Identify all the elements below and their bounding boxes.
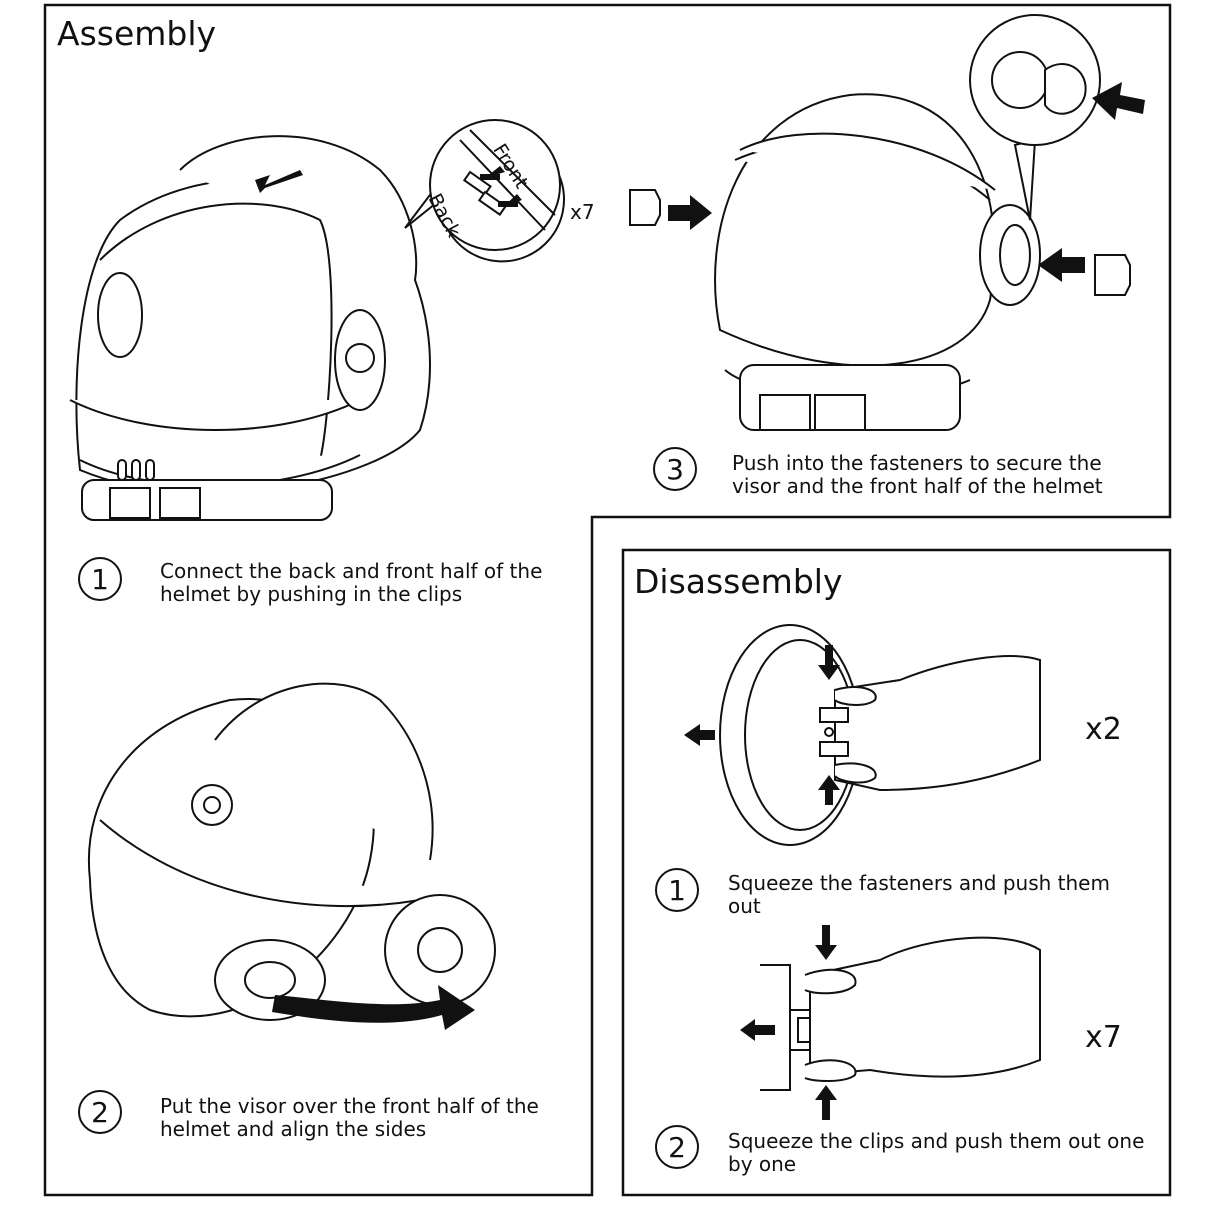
- push-arrow: [815, 925, 837, 960]
- push-arrow: [1038, 248, 1085, 282]
- push-arrow: [815, 1085, 837, 1120]
- push-arrow: [684, 724, 715, 746]
- step-badge: 1: [78, 557, 122, 601]
- step-caption: Squeeze the fasteners and push them out: [728, 871, 1110, 918]
- step-badge: 1: [655, 868, 699, 912]
- step-caption: Put the visor over the front half of the…: [160, 1094, 539, 1141]
- push-arrow: [818, 645, 840, 680]
- step-caption: Connect the back and front half of the h…: [160, 559, 543, 606]
- push-arrow: [740, 1019, 775, 1041]
- step-badge: 2: [78, 1090, 122, 1134]
- fastener-count: x2: [1085, 712, 1122, 747]
- push-arrow: [255, 170, 303, 193]
- push-arrow: [668, 195, 712, 230]
- clip-callout: [404, 119, 565, 263]
- clip-count: x7: [570, 200, 595, 224]
- hand-squeeze: [719, 624, 1041, 846]
- assembly-title: Assembly: [57, 14, 217, 53]
- push-arrow: [1092, 82, 1145, 120]
- step-caption: Push into the fasteners to secure the vi…: [732, 451, 1103, 498]
- hand-squeeze: [760, 936, 1041, 1091]
- helmet-illustration: [87, 682, 496, 1021]
- step-caption: Squeeze the clips and push them out one …: [728, 1129, 1145, 1176]
- disassembly-frame: [621, 548, 1172, 1197]
- clip-count: x7: [1085, 1020, 1122, 1055]
- helmet-illustration: [629, 14, 1131, 431]
- assembly-frame: [43, 3, 1172, 1197]
- step-badge: 3: [653, 447, 697, 491]
- helmet-illustration: [69, 135, 431, 521]
- step-badge: 2: [655, 1125, 699, 1169]
- disassembly-title: Disassembly: [634, 562, 843, 601]
- push-arrow: [272, 985, 475, 1030]
- push-arrow: [818, 775, 840, 805]
